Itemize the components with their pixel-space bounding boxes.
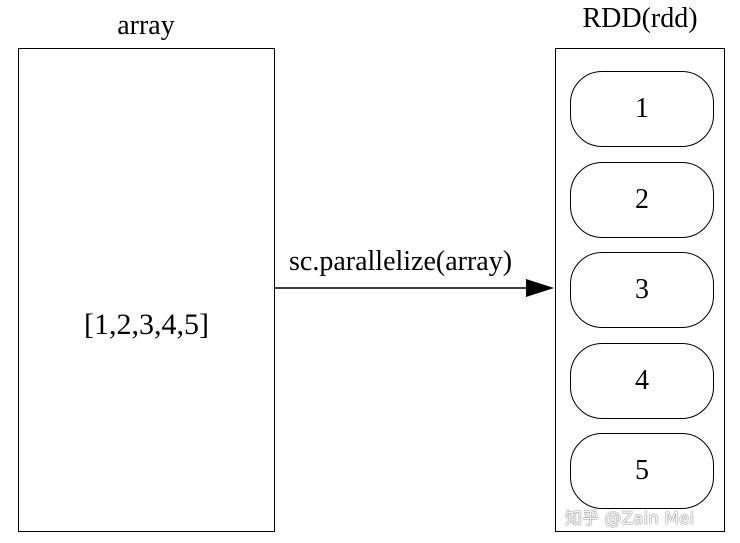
rdd-title: RDD(rdd) (582, 3, 698, 34)
array-box: [1,2,3,4,5] (18, 48, 275, 532)
array-title: array (117, 10, 175, 41)
arrow-head (526, 279, 554, 297)
partition-label: 5 (635, 455, 649, 486)
array-value: [1,2,3,4,5] (84, 308, 209, 341)
rdd-partition-5: 5 (570, 433, 714, 509)
rdd-partition-3: 3 (570, 252, 714, 328)
operation-label: sc.parallelize(array) (289, 246, 513, 277)
partition-label: 3 (635, 274, 649, 305)
partition-label: 2 (635, 184, 649, 215)
rdd-partition-1: 1 (570, 71, 714, 147)
partition-label: 4 (635, 365, 649, 396)
rdd-partition-4: 4 (570, 343, 714, 419)
partition-label: 1 (635, 93, 649, 124)
rdd-partition-2: 2 (570, 162, 714, 238)
watermark: 知乎 @Zain Mei (565, 509, 695, 529)
